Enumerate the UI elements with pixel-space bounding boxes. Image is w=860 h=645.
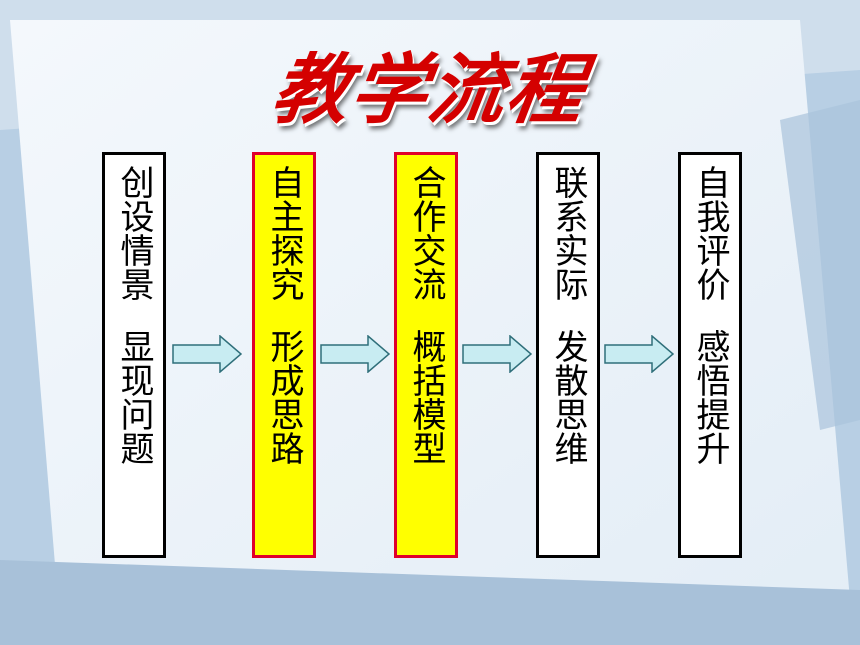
- step-2-line-1: 自主探究: [264, 165, 304, 301]
- step-2-line-2: 形成思路: [264, 329, 304, 465]
- arrow-right-icon: [462, 335, 532, 373]
- step-3-line-2: 概括模型: [406, 329, 446, 465]
- step-box-4: 联系实际 发散思维: [536, 152, 600, 558]
- step-5-line-2: 感悟提升: [690, 329, 730, 465]
- step-5-line-1: 自我评价: [690, 165, 730, 301]
- step-box-3: 合作交流 概括模型: [394, 152, 458, 558]
- step-4-line-2: 发散思维: [548, 329, 588, 465]
- step-box-5: 自我评价 感悟提升: [678, 152, 742, 558]
- step-4-line-1: 联系实际: [548, 165, 588, 301]
- slide-title: 教学流程: [266, 45, 592, 134]
- step-box-2: 自主探究 形成思路: [252, 152, 316, 558]
- arrow-right-icon: [604, 335, 674, 373]
- step-3-line-1: 合作交流: [406, 165, 446, 301]
- step-box-1: 创设情景 显现问题: [102, 152, 166, 558]
- arrow-right-icon: [320, 335, 390, 373]
- step-1-line-2: 显现问题: [114, 329, 154, 465]
- step-1-line-1: 创设情景: [114, 165, 154, 301]
- arrow-right-icon: [172, 335, 242, 373]
